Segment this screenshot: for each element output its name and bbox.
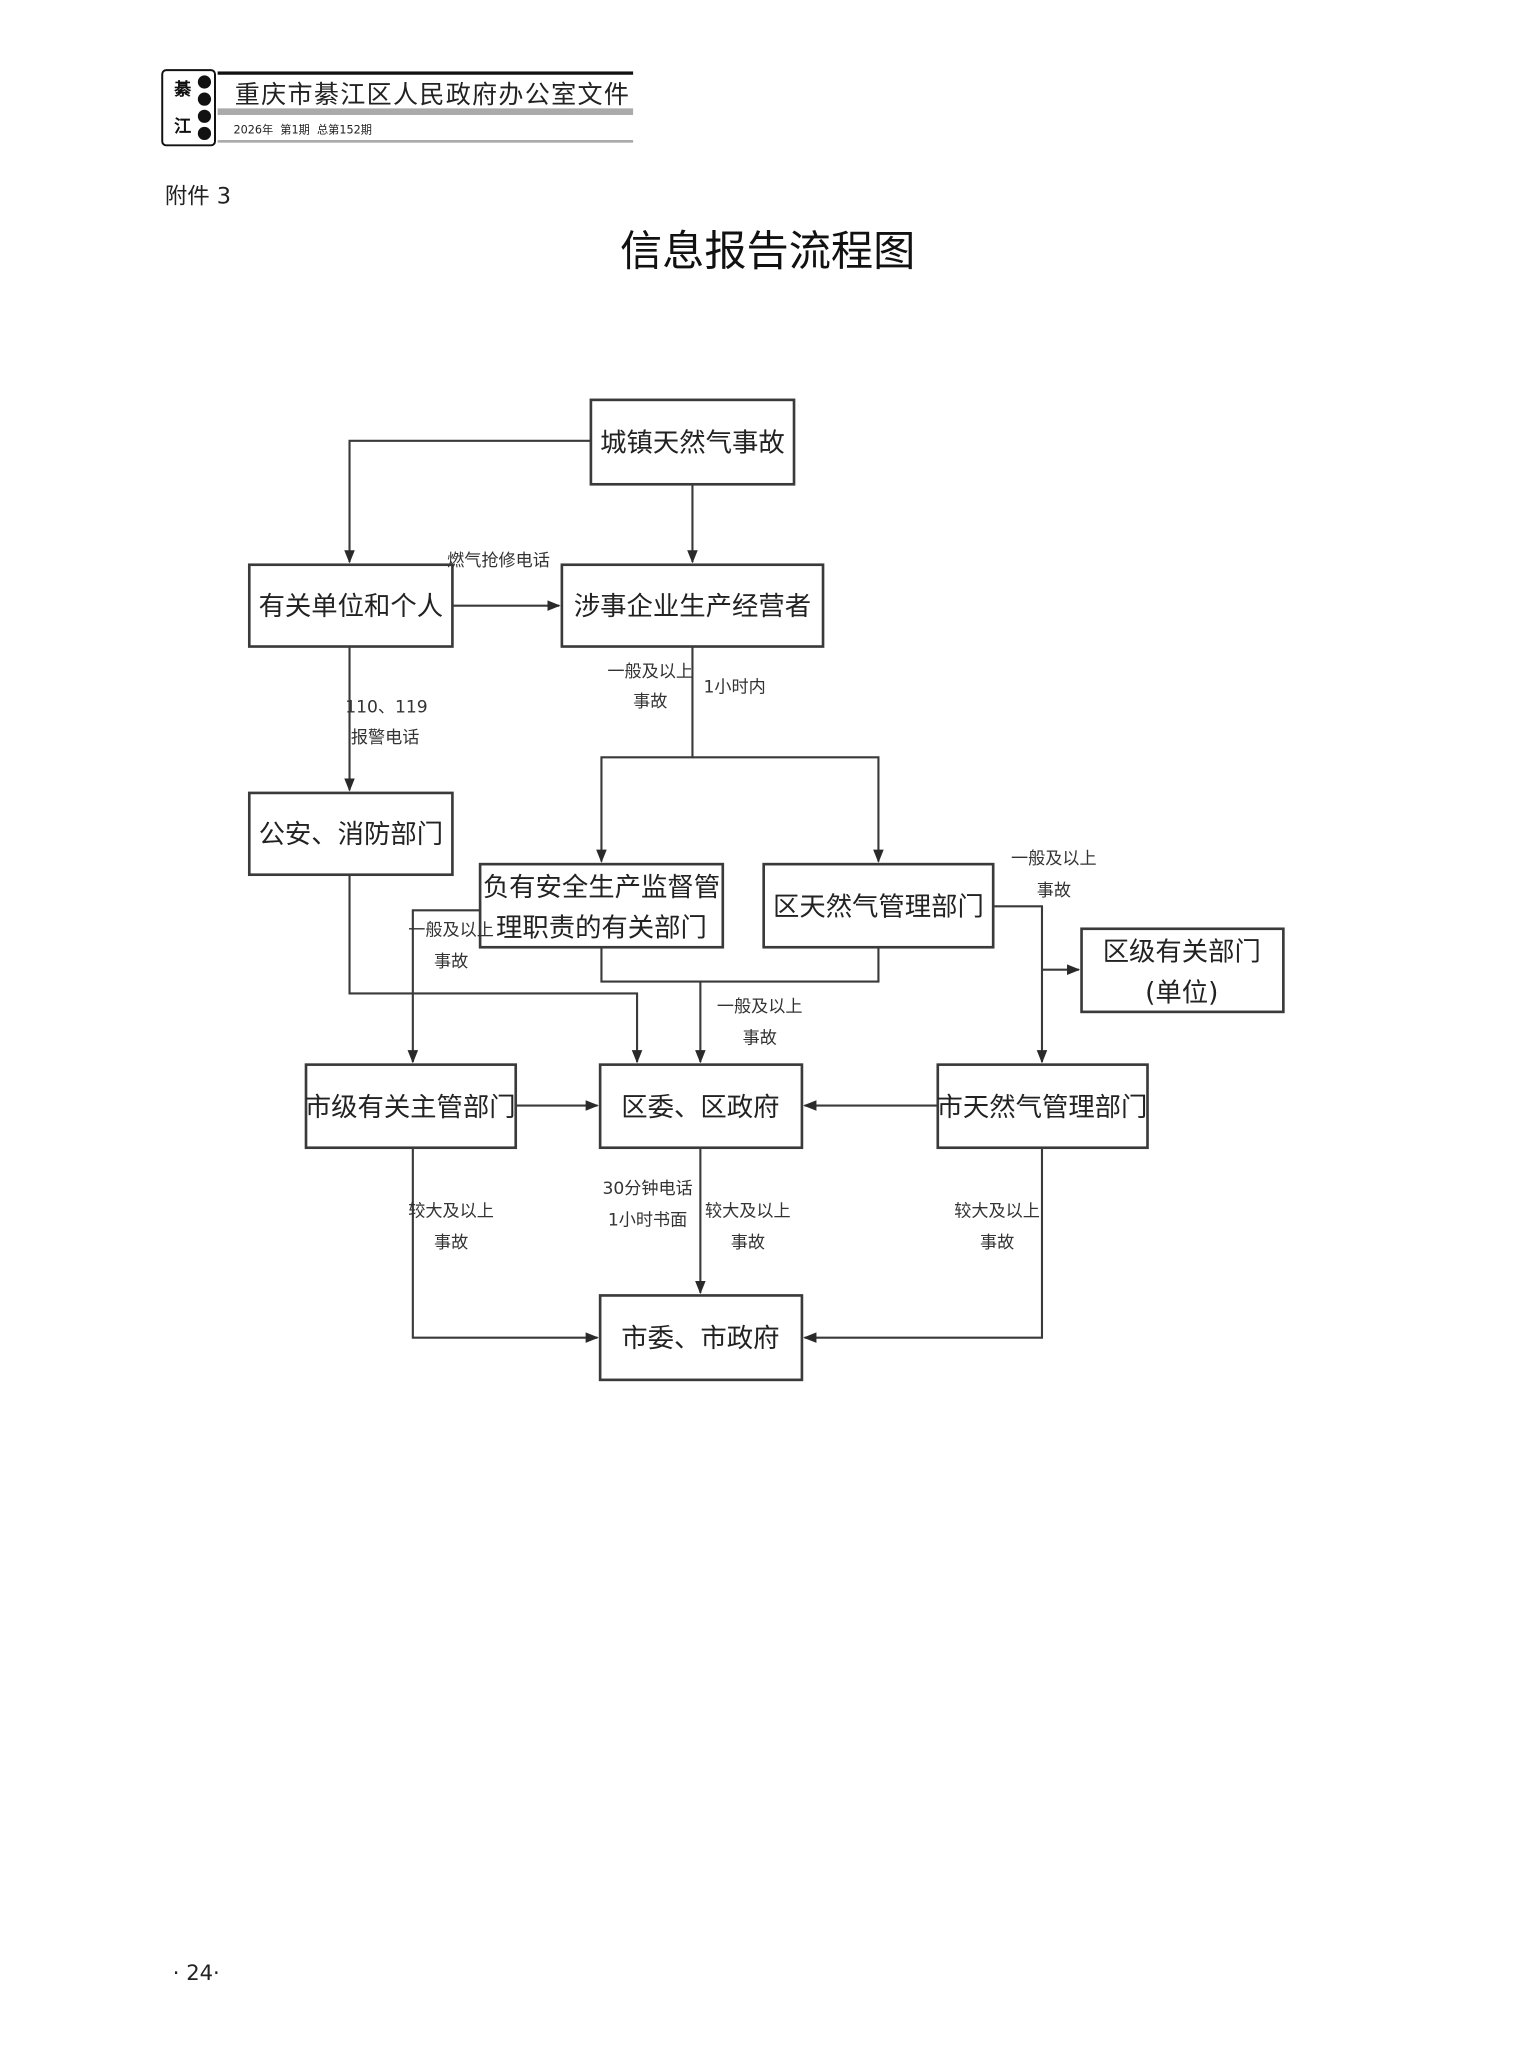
node-safety-dept: 负有安全生产监督管 理职责的有关部门 xyxy=(478,862,725,949)
connector xyxy=(803,1147,1044,1343)
node-city-related: 市级有关主管部门 xyxy=(304,1063,518,1150)
header-gray-bar xyxy=(217,108,634,115)
edge-label: 30分钟电话 xyxy=(602,1179,692,1199)
edge-label: 一般及以上 xyxy=(408,920,494,940)
edge-label: 事故 xyxy=(731,1233,765,1253)
edge-label: 1小时内 xyxy=(704,678,766,698)
node-label: 有关单位和个人 xyxy=(259,592,444,622)
svg-text:綦: 綦 xyxy=(173,79,192,100)
issue-line: 2026年 第1期 总第152期 xyxy=(233,122,371,136)
svg-text:江: 江 xyxy=(174,117,191,137)
publication-title: 重庆市綦江区人民政府办公室文件 xyxy=(235,80,631,109)
connector xyxy=(411,1147,599,1343)
node-label: 理职责的有关部门 xyxy=(496,914,707,944)
edge-label: 较大及以上 xyxy=(705,1201,791,1221)
connectors xyxy=(344,439,1081,1343)
edge-label: 报警电话 xyxy=(351,728,420,748)
connector xyxy=(407,909,481,1064)
node-accident: 城镇天然气事故 xyxy=(589,398,796,486)
node-label: 公安、消防部门 xyxy=(259,820,444,850)
node-city-gov: 市委、市政府 xyxy=(598,1294,804,1382)
node-district-gas: 区天然气管理部门 xyxy=(762,862,995,949)
node-label: 市天然气管理部门 xyxy=(937,1093,1148,1123)
edge-label: 事故 xyxy=(980,1233,1014,1253)
masthead: 綦 江 重庆市綦江区人民政府办公室文件 2026年 第1期 总第152期 xyxy=(161,69,634,147)
edge-label: 较大及以上 xyxy=(408,1201,494,1221)
edge-labels: 燃气抢修电话 110、119 报警电话 一般及以上 事故 1小时内 一般及以上 … xyxy=(345,551,1096,1253)
header-bottom-rule xyxy=(217,140,634,143)
node-label: 区天然气管理部门 xyxy=(773,893,984,923)
edge-label: 较大及以上 xyxy=(954,1201,1040,1221)
connector xyxy=(600,947,880,983)
header-top-rule xyxy=(217,71,634,75)
node-enterprise: 涉事企业生产经营者 xyxy=(560,563,825,648)
edge-label: 事故 xyxy=(434,952,468,972)
node-district-gov: 区委、区政府 xyxy=(598,1063,804,1150)
node-police-fire: 公安、消防部门 xyxy=(247,791,454,877)
node-units-individuals: 有关单位和个人 xyxy=(247,563,454,648)
edge-label: 一般及以上 xyxy=(1011,849,1097,869)
node-label: 区委、区政府 xyxy=(621,1093,779,1123)
connector xyxy=(348,874,643,1064)
edge-label: 燃气抢修电话 xyxy=(447,551,550,571)
edge-label: 事故 xyxy=(743,1029,777,1049)
edge-label: 110、119 xyxy=(345,697,427,717)
connector xyxy=(993,905,1048,1064)
connector xyxy=(692,756,884,863)
node-label: 区级有关部门 xyxy=(1103,937,1261,967)
page-number: · 24· xyxy=(173,1960,220,1985)
connector xyxy=(596,646,694,863)
edge-label: 事故 xyxy=(434,1233,468,1253)
attachment-label: 附件 3 xyxy=(165,183,231,209)
logo: 綦 江 xyxy=(161,69,216,147)
node-label: 市级有关主管部门 xyxy=(305,1093,516,1123)
edge-label: 1小时书面 xyxy=(608,1211,687,1231)
edge-label: 一般及以上 xyxy=(607,662,693,682)
connector xyxy=(344,439,591,564)
edge-label: 事故 xyxy=(1037,881,1071,901)
node-label: 涉事企业生产经营者 xyxy=(574,592,811,622)
node-city-gas: 市天然气管理部门 xyxy=(936,1063,1149,1150)
node-district-related: 区级有关部门 (单位) xyxy=(1080,927,1285,1014)
edge-label: 事故 xyxy=(633,692,667,712)
node-label: 城镇天然气事故 xyxy=(600,428,785,458)
edge-label: 一般及以上 xyxy=(717,997,803,1017)
node-label: 负有安全生产监督管 xyxy=(483,873,720,903)
node-label: (单位) xyxy=(1145,978,1218,1008)
document-title: 信息报告流程图 xyxy=(620,226,915,275)
node-label: 市委、市政府 xyxy=(621,1324,779,1354)
